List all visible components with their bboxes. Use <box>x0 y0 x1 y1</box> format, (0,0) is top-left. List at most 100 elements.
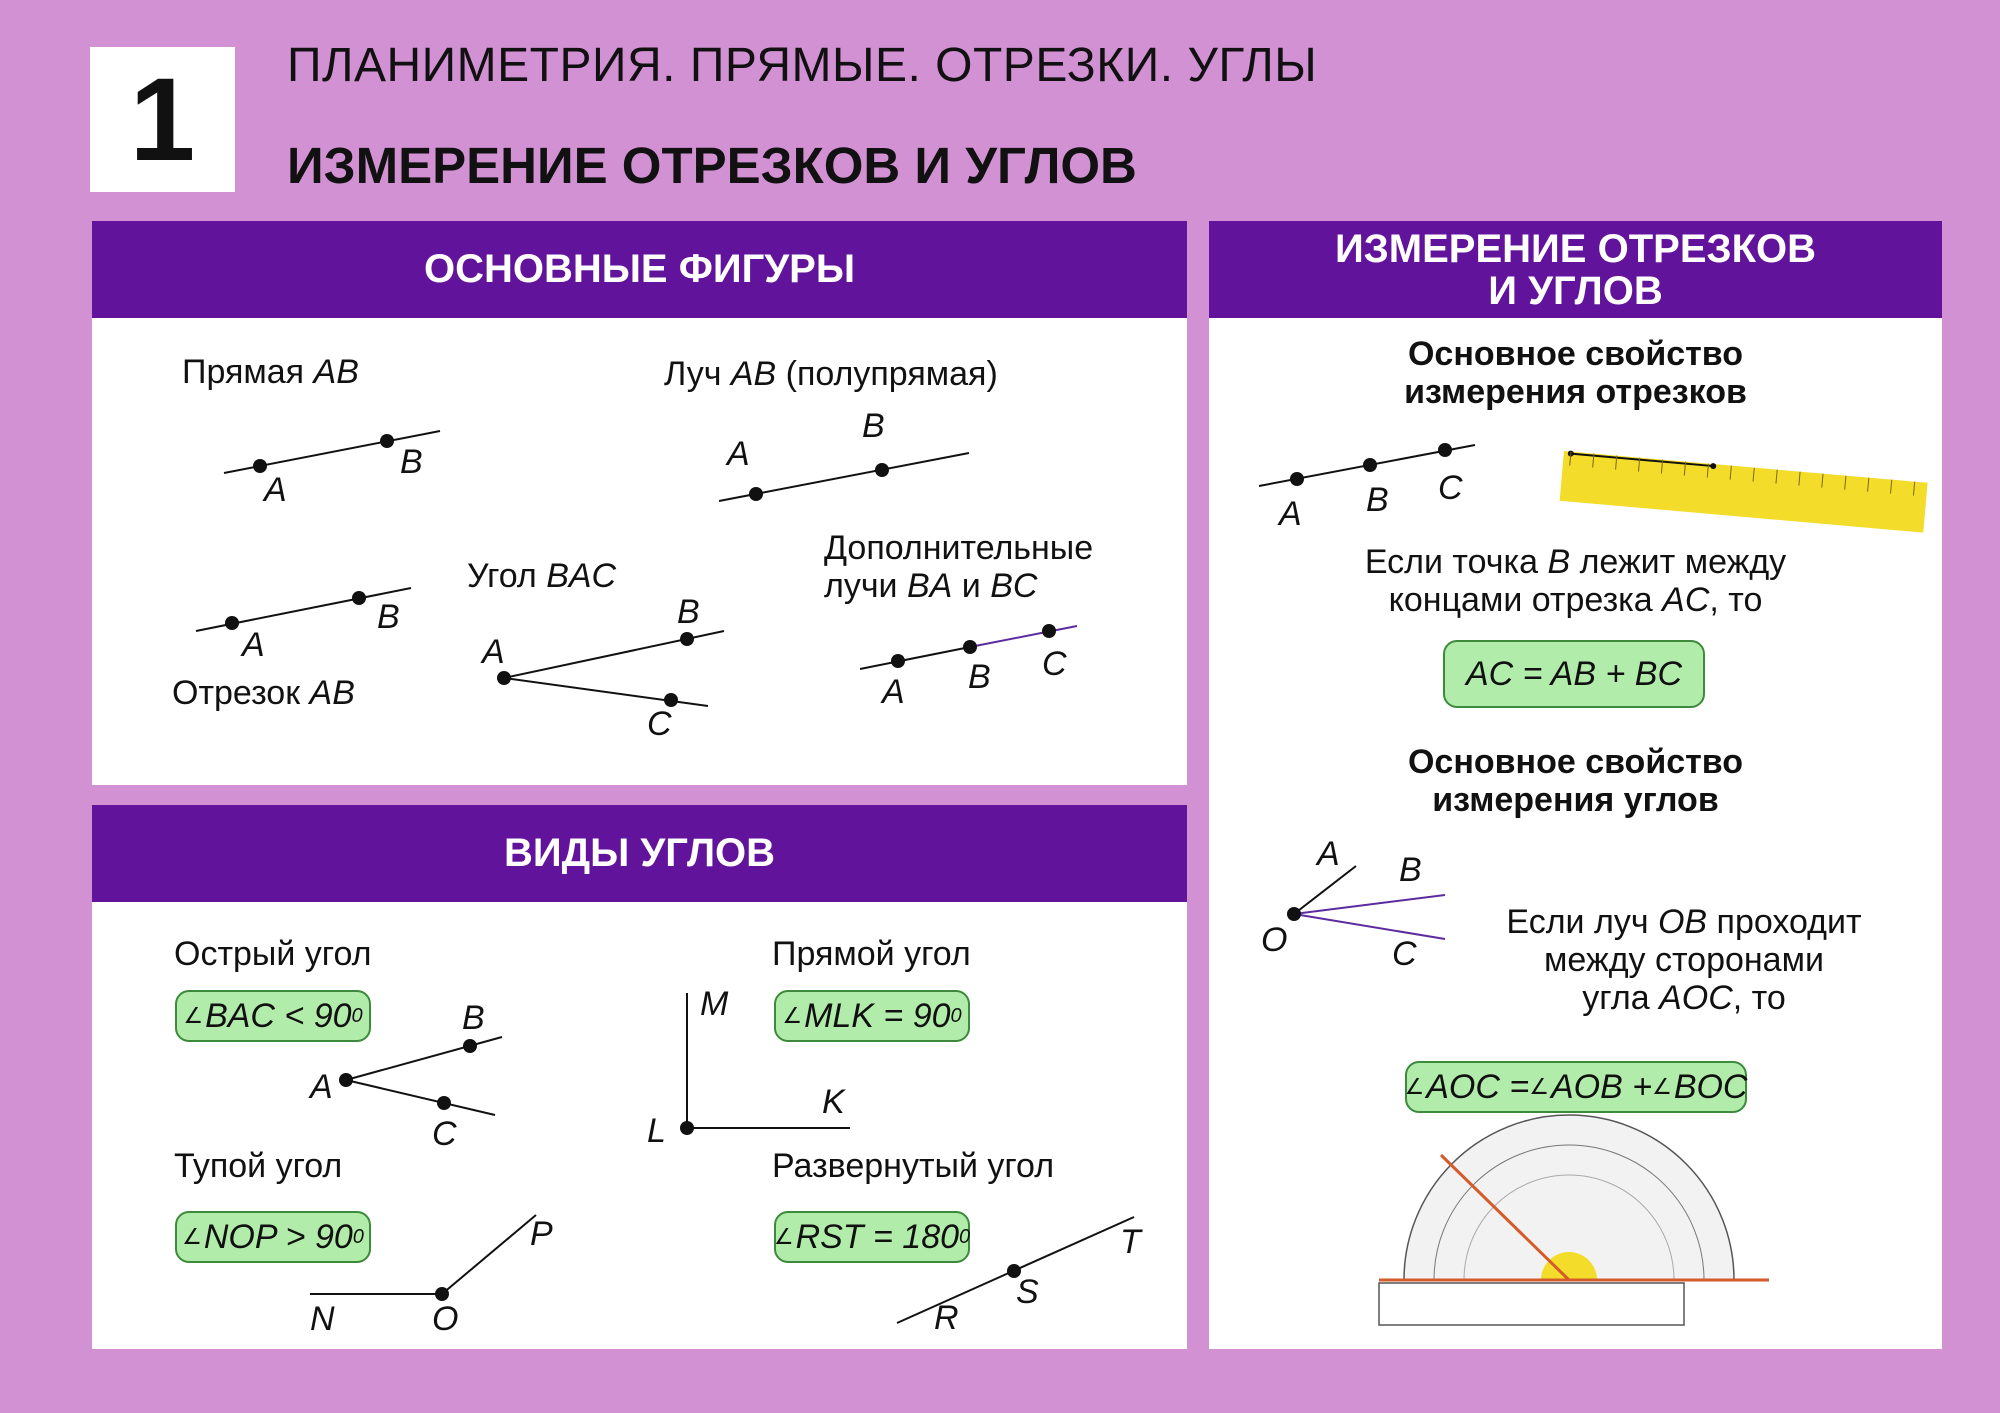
point-c <box>1438 443 1452 457</box>
measurement-panel: ИЗМЕРЕНИЕ ОТРЕЗКОВ И УГЛОВ Основное свой… <box>1209 221 1942 1349</box>
ang-point-a: A <box>1317 835 1340 873</box>
ray-point-a: A <box>727 435 750 473</box>
seg-point-c: C <box>1438 469 1463 507</box>
lesson-number: 1 <box>90 47 235 192</box>
point-c <box>1042 624 1056 638</box>
protractor-icon <box>1378 1114 1769 1326</box>
complementary-label: Дополнительные лучи BA и BC <box>824 529 1094 605</box>
segments-formula: AC = AB + BC <box>1443 640 1705 708</box>
point-b <box>963 640 977 654</box>
angles-formula: ∠AOC =∠AOB +∠BOC <box>1404 1061 1748 1113</box>
acute-point-c: C <box>432 1115 457 1153</box>
acute-point-a: A <box>310 1068 333 1106</box>
angle-point-c: C <box>647 705 672 743</box>
angles-caption: Основное свойство измерения углов <box>1407 743 1744 819</box>
ruler-icon <box>1559 450 1928 533</box>
obtuse-point-o: O <box>432 1300 459 1338</box>
point-a <box>749 487 763 501</box>
angle-types-drawings <box>310 993 1135 1324</box>
segments-caption: Основное свойство измерения отрезков <box>1404 335 1747 411</box>
angle-sign-icon: ∠ <box>1652 1074 1672 1099</box>
obtuse-ray-p <box>441 1214 537 1295</box>
right-point-m: M <box>700 985 729 1023</box>
segment-point-b: B <box>377 598 400 636</box>
line-point-a: A <box>264 471 287 509</box>
acute-vertex <box>339 1073 353 1087</box>
angle-point-b: B <box>677 593 700 631</box>
vertex-a <box>497 671 511 685</box>
point-a <box>891 654 905 668</box>
obtuse-label: Тупой угол <box>174 1147 343 1185</box>
straight-vertex <box>1007 1264 1021 1278</box>
acute-point-b: B <box>462 999 485 1037</box>
right-point-k: K <box>822 1083 845 1121</box>
angle-sign-icon: ∠ <box>1404 1074 1425 1099</box>
comp-point-a: A <box>882 673 905 711</box>
ray-ob <box>1293 894 1446 915</box>
point-a <box>253 459 267 473</box>
obtuse-point-p: P <box>530 1215 553 1253</box>
basic-figures-panel: ОСНОВНЫЕ ФИГУРЫ Прямая AB A B Луч AB (по… <box>92 221 1187 785</box>
comp-point-b: B <box>968 658 991 696</box>
straight-point-t: T <box>1120 1223 1141 1261</box>
ray-ba <box>859 646 971 670</box>
seg-point-b: B <box>1366 481 1389 519</box>
measurement-drawings <box>1258 443 1928 1326</box>
point-c <box>664 693 678 707</box>
straight-point-s: S <box>1016 1273 1039 1311</box>
ang-point-o: O <box>1261 921 1288 959</box>
page-title: ИЗМЕРЕНИЕ ОТРЕЗКОВ И УГЛОВ <box>287 137 1137 194</box>
acute-label: Острый угол <box>174 935 372 973</box>
ray-label: Луч AB (полупрямая) <box>664 355 998 393</box>
obtuse-vertex <box>435 1287 449 1301</box>
topic-title: ПЛАНИМЕТРИЯ. ПРЯМЫЕ. ОТРЕЗКИ. УГЛЫ <box>287 39 1318 92</box>
angle-sign-icon: ∠ <box>773 1224 794 1249</box>
ruler-ticks <box>1569 451 1916 496</box>
straight-point-r: R <box>934 1299 959 1337</box>
acute-ray-c <box>345 1079 496 1116</box>
point-b <box>352 591 366 605</box>
segment-point-a: A <box>242 626 265 664</box>
right-vertex <box>680 1121 694 1135</box>
angle-sign-icon: ∠ <box>1529 1074 1549 1099</box>
ray-oa <box>1293 865 1357 915</box>
acute-point-b <box>463 1039 477 1053</box>
right-point-l: L <box>647 1112 666 1150</box>
angle-sign-icon: ∠ <box>782 1003 803 1028</box>
angle-point-a: A <box>482 633 505 671</box>
segment-label: Отрезок AB <box>172 674 355 712</box>
point-b <box>380 434 394 448</box>
angle-sign-icon: ∠ <box>183 1003 204 1028</box>
point-b <box>875 463 889 477</box>
basic-figures-drawings <box>195 430 1078 707</box>
line-point-b: B <box>400 443 423 481</box>
ray-point-b: B <box>862 407 885 445</box>
basic-figures-heading: ОСНОВНЫЕ ФИГУРЫ <box>92 221 1187 318</box>
angle-label: Угол BAC <box>467 557 617 595</box>
ang-point-c: C <box>1392 935 1417 973</box>
right-label: Прямой угол <box>772 935 971 973</box>
ray-oc <box>1293 913 1446 940</box>
vertex-o <box>1287 907 1301 921</box>
measurement-heading: ИЗМЕРЕНИЕ ОТРЕЗКОВ И УГЛОВ <box>1209 221 1942 318</box>
straight-label: Развернутый угол <box>772 1147 1055 1185</box>
angle-types-heading: ВИДЫ УГЛОВ <box>92 805 1187 902</box>
comp-point-c: C <box>1042 645 1067 683</box>
ang-point-b: B <box>1399 851 1422 889</box>
point-a <box>225 616 239 630</box>
obtuse-point-n: N <box>310 1300 335 1338</box>
line-label: Прямая AB <box>182 353 359 391</box>
point-b <box>1363 458 1377 472</box>
point-b <box>680 632 694 646</box>
segments-text: Если точка B лежит между концами отрезка… <box>1364 543 1787 619</box>
ray-bc <box>969 625 1078 648</box>
acute-point-c <box>437 1096 451 1110</box>
angles-text: Если луч OB проходит между сторонами угл… <box>1506 903 1862 1017</box>
acute-ray-b <box>345 1036 503 1081</box>
point-a <box>1290 472 1304 486</box>
